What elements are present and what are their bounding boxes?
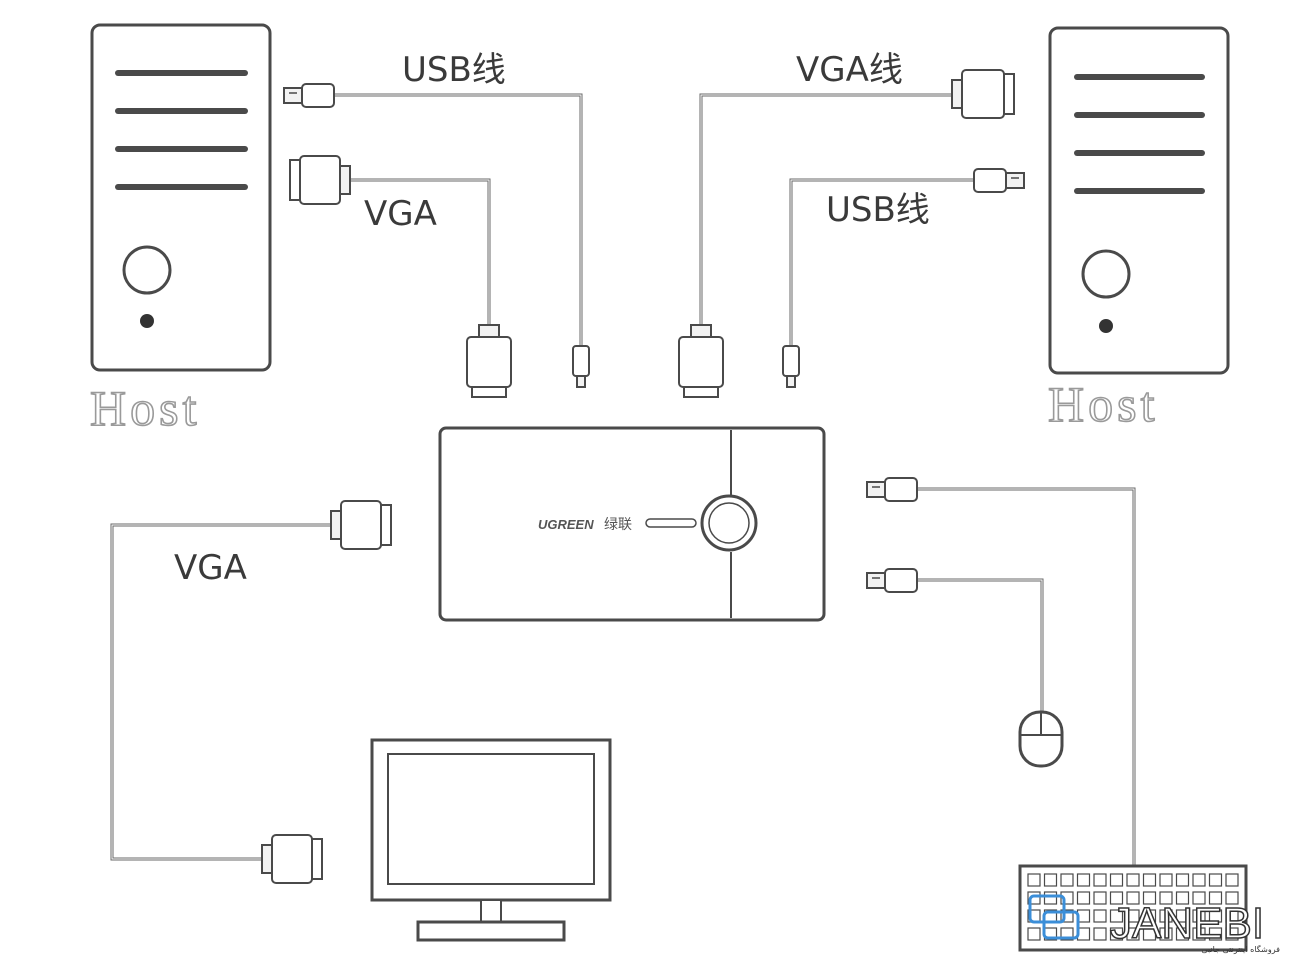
power-led-icon (1099, 319, 1113, 333)
keyboard-key (1159, 909, 1173, 923)
keyboard-key (1109, 909, 1124, 923)
vga-plug-icon (951, 69, 1015, 119)
mini-usb-plug-icon (572, 345, 590, 388)
keyboard-key (1093, 927, 1107, 941)
left-host-tower (90, 23, 272, 372)
vga-plug-icon (678, 324, 724, 398)
watermark-logo-icon (1028, 894, 1066, 924)
left-vga-cable (350, 178, 491, 333)
status-indicator (645, 518, 697, 528)
keyboard-key (1142, 909, 1157, 923)
right-usb-cable-label: USB线 (826, 190, 930, 230)
keyboard-key (1076, 873, 1091, 887)
keyboard-key (1109, 873, 1124, 887)
usb-plug-icon (866, 477, 918, 502)
keyboard-key (1225, 873, 1239, 887)
right-vga-cable (699, 93, 952, 333)
left-vga-cable-label: VGA (364, 194, 437, 234)
left-usb-cable-label: USB线 (402, 50, 506, 90)
mini-usb-plug-icon (782, 345, 800, 388)
keyboard-key (1175, 909, 1190, 923)
keyboard-key (1076, 891, 1091, 905)
right-host-label: Host (1048, 376, 1158, 432)
keyboard-key (1192, 891, 1206, 905)
kvm-brand-label: UGREEN (538, 517, 594, 532)
monitor-vga-cable-label: VGA (174, 548, 247, 588)
keyboard-usb-cable (917, 487, 1136, 866)
keyboard-key (1208, 927, 1223, 941)
keyboard-key (1192, 909, 1206, 923)
usb-plug-icon (866, 568, 918, 593)
right-usb-cable (789, 178, 973, 346)
keyboard-icon (1018, 864, 1248, 952)
keyboard-key (1093, 891, 1107, 905)
kvm-switch: UGREEN 绿联 (438, 426, 826, 622)
mouse-icon (1018, 710, 1064, 768)
keyboard-key (1208, 909, 1223, 923)
keyboard-key (1175, 891, 1190, 905)
keyboard-key (1093, 873, 1107, 887)
keyboard-key (1093, 909, 1107, 923)
keyboard-key (1159, 927, 1173, 941)
vga-plug-icon (330, 500, 392, 550)
keyboard-key (1126, 927, 1140, 941)
keyboard-key (1225, 927, 1239, 941)
watermark-subtitle: فروشگاه اینترنتی جانبی (1201, 944, 1280, 954)
keyboard-key (1142, 891, 1157, 905)
keyboard-key (1225, 909, 1239, 923)
keyboard-key (1208, 873, 1223, 887)
keyboard-key (1142, 927, 1157, 941)
keyboard-key (1192, 873, 1206, 887)
vga-plug-icon (261, 834, 323, 884)
keyboard-key (1192, 927, 1206, 941)
right-host-tower (1048, 26, 1230, 375)
vga-plug-icon (466, 324, 512, 398)
keyboard-key (1043, 873, 1058, 887)
right-vga-cable-label: VGA线 (796, 50, 903, 90)
monitor-icon (370, 738, 612, 942)
left-host-label: Host (90, 380, 200, 436)
kvm-brand-cn-label: 绿联 (604, 517, 632, 533)
keyboard-key (1060, 873, 1074, 887)
watermark-text: JANEBI (1110, 899, 1264, 948)
usb-plug-icon (283, 83, 335, 108)
monitor-vga-cable (110, 523, 333, 861)
keyboard-key (1043, 891, 1058, 905)
watermark-logo: JANEBI فروشگاه اینترنتی جانبی (1028, 894, 1280, 954)
keyboard-key (1126, 891, 1140, 905)
keyboard-key (1208, 891, 1223, 905)
keyboard-key (1175, 927, 1190, 941)
power-button-icon (122, 245, 172, 295)
power-button-icon (1081, 249, 1131, 299)
keyboard-key (1175, 873, 1190, 887)
keyboard-key (1142, 873, 1157, 887)
keyboard-key (1109, 927, 1124, 941)
mouse-usb-cable (917, 578, 1044, 712)
keyboard-key (1159, 891, 1173, 905)
keyboard-key (1126, 909, 1140, 923)
keyboard-key (1109, 891, 1124, 905)
left-usb-cable (334, 93, 583, 346)
keyboard-key (1126, 873, 1140, 887)
keyboard-key (1027, 873, 1041, 887)
keyboard-key (1027, 927, 1041, 941)
keyboard-key (1159, 873, 1173, 887)
usb-plug-icon (973, 168, 1025, 193)
keyboard-key (1225, 891, 1239, 905)
power-led-icon (140, 314, 154, 328)
vga-plug-icon (289, 155, 351, 205)
